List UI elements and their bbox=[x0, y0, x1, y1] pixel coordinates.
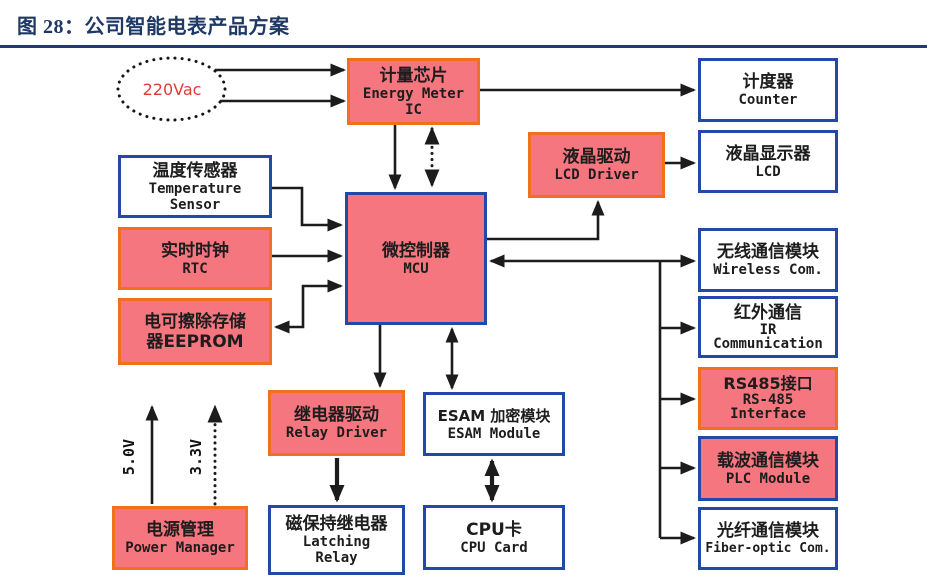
label-en: LCD Driver bbox=[554, 167, 639, 183]
node-esam-module: ESAM 加密模块 ESAM Module bbox=[423, 392, 565, 456]
node-lcd-driver: 液晶驱动 LCD Driver bbox=[528, 132, 665, 198]
label-en: Temperature bbox=[148, 180, 242, 197]
node-power-manager: 电源管理 Power Manager bbox=[112, 506, 248, 570]
label-zh: RS485接口 bbox=[723, 374, 813, 393]
label-en: IR bbox=[759, 321, 777, 338]
label-en: Relay bbox=[315, 550, 358, 566]
node-rtc: 实时时钟 RTC bbox=[118, 227, 272, 290]
label-zh: 微控制器 bbox=[382, 240, 450, 261]
node-mcu: 微控制器 MCU bbox=[345, 192, 487, 325]
label-en: Latching bbox=[302, 534, 371, 550]
label-zh: 电源管理 bbox=[146, 520, 214, 540]
label-zh: 温度传感器 bbox=[152, 160, 238, 181]
node-temperature-sensor: 温度传感器 Temperature Sensor bbox=[118, 155, 272, 218]
label-en: Fiber-optic Com. bbox=[705, 540, 831, 556]
label-en: MCU bbox=[403, 260, 429, 277]
label-en: Sensor bbox=[169, 196, 221, 213]
edge-mcu-eeprom-bidir bbox=[273, 279, 344, 334]
rail-5v-label: 5.0V bbox=[120, 438, 138, 476]
edge-temp-sensor-to-mcu bbox=[272, 186, 344, 232]
node-cpu-card: CPU卡 CPU Card bbox=[423, 505, 565, 570]
label-en: Energy Meter bbox=[362, 85, 465, 102]
node-ir-communication: 红外通信 IR Communication bbox=[698, 296, 838, 358]
label-zh: 计度器 bbox=[742, 72, 794, 92]
label-en: ESAM Module bbox=[447, 426, 541, 442]
label-zh: 继电器驱动 bbox=[294, 405, 379, 425]
edge-mcu-to-lcd-driver bbox=[487, 199, 605, 241]
label-en: Wireless Com. bbox=[713, 262, 823, 278]
node-energy-meter-ic: 计量芯片 Energy Meter IC bbox=[347, 58, 480, 125]
node-relay-driver: 继电器驱动 Relay Driver bbox=[268, 390, 405, 456]
label-zh: 磁保持继电器 bbox=[285, 514, 388, 534]
label-en: Communication bbox=[713, 335, 823, 352]
node-wireless-com: 无线通信模块 Wireless Com. bbox=[698, 228, 838, 292]
label-zh: 光纤通信模块 bbox=[717, 520, 819, 541]
label-zh: 液晶显示器 bbox=[725, 143, 811, 164]
node-lcd: 液晶显示器 LCD bbox=[698, 130, 838, 193]
label-zh: 载波通信模块 bbox=[717, 450, 819, 471]
label-zh: CPU卡 bbox=[466, 519, 522, 540]
figure-title: 图 28：公司智能电表产品方案 bbox=[17, 16, 290, 38]
label-en: IC bbox=[405, 101, 422, 118]
node-counter: 计度器 Counter bbox=[698, 58, 838, 122]
source-220vac-ellipse bbox=[116, 56, 227, 122]
label-zh: 无线通信模块 bbox=[717, 242, 819, 262]
label-en: Power Manager bbox=[125, 540, 235, 556]
label-zh: 电可擦除存储 bbox=[144, 311, 246, 332]
node-latching-relay: 磁保持继电器 Latching Relay bbox=[268, 505, 405, 575]
title-rule bbox=[0, 45, 927, 48]
label-en: RTC bbox=[182, 260, 208, 277]
label-en: PLC Module bbox=[725, 470, 811, 487]
label-zh: 计量芯片 bbox=[379, 65, 448, 86]
label-zh: 实时时钟 bbox=[161, 240, 229, 261]
label-en: Interface bbox=[730, 406, 806, 422]
label-zh: ESAM 加密模块 bbox=[437, 407, 551, 425]
label-zh: 红外通信 bbox=[734, 302, 802, 323]
rail-3v3-label: 3.3V bbox=[187, 438, 205, 476]
label-en: Counter bbox=[738, 92, 798, 108]
node-fiber-optic-com: 光纤通信模块 Fiber-optic Com. bbox=[698, 507, 838, 570]
node-rs485-interface: RS485接口 RS-485 Interface bbox=[698, 367, 838, 430]
source-220vac-label: 220Vac bbox=[142, 80, 202, 99]
label-zh: 液晶驱动 bbox=[562, 147, 631, 167]
label-en: LCD bbox=[755, 163, 781, 180]
label-zh: 器EEPROM bbox=[146, 331, 244, 352]
label-en: CPU Card bbox=[460, 539, 528, 556]
label-en: Relay Driver bbox=[285, 425, 388, 441]
node-plc-module: 载波通信模块 PLC Module bbox=[698, 436, 838, 501]
node-eeprom: 电可擦除存储 器EEPROM bbox=[118, 298, 272, 365]
label-en: RS-485 bbox=[742, 392, 794, 408]
